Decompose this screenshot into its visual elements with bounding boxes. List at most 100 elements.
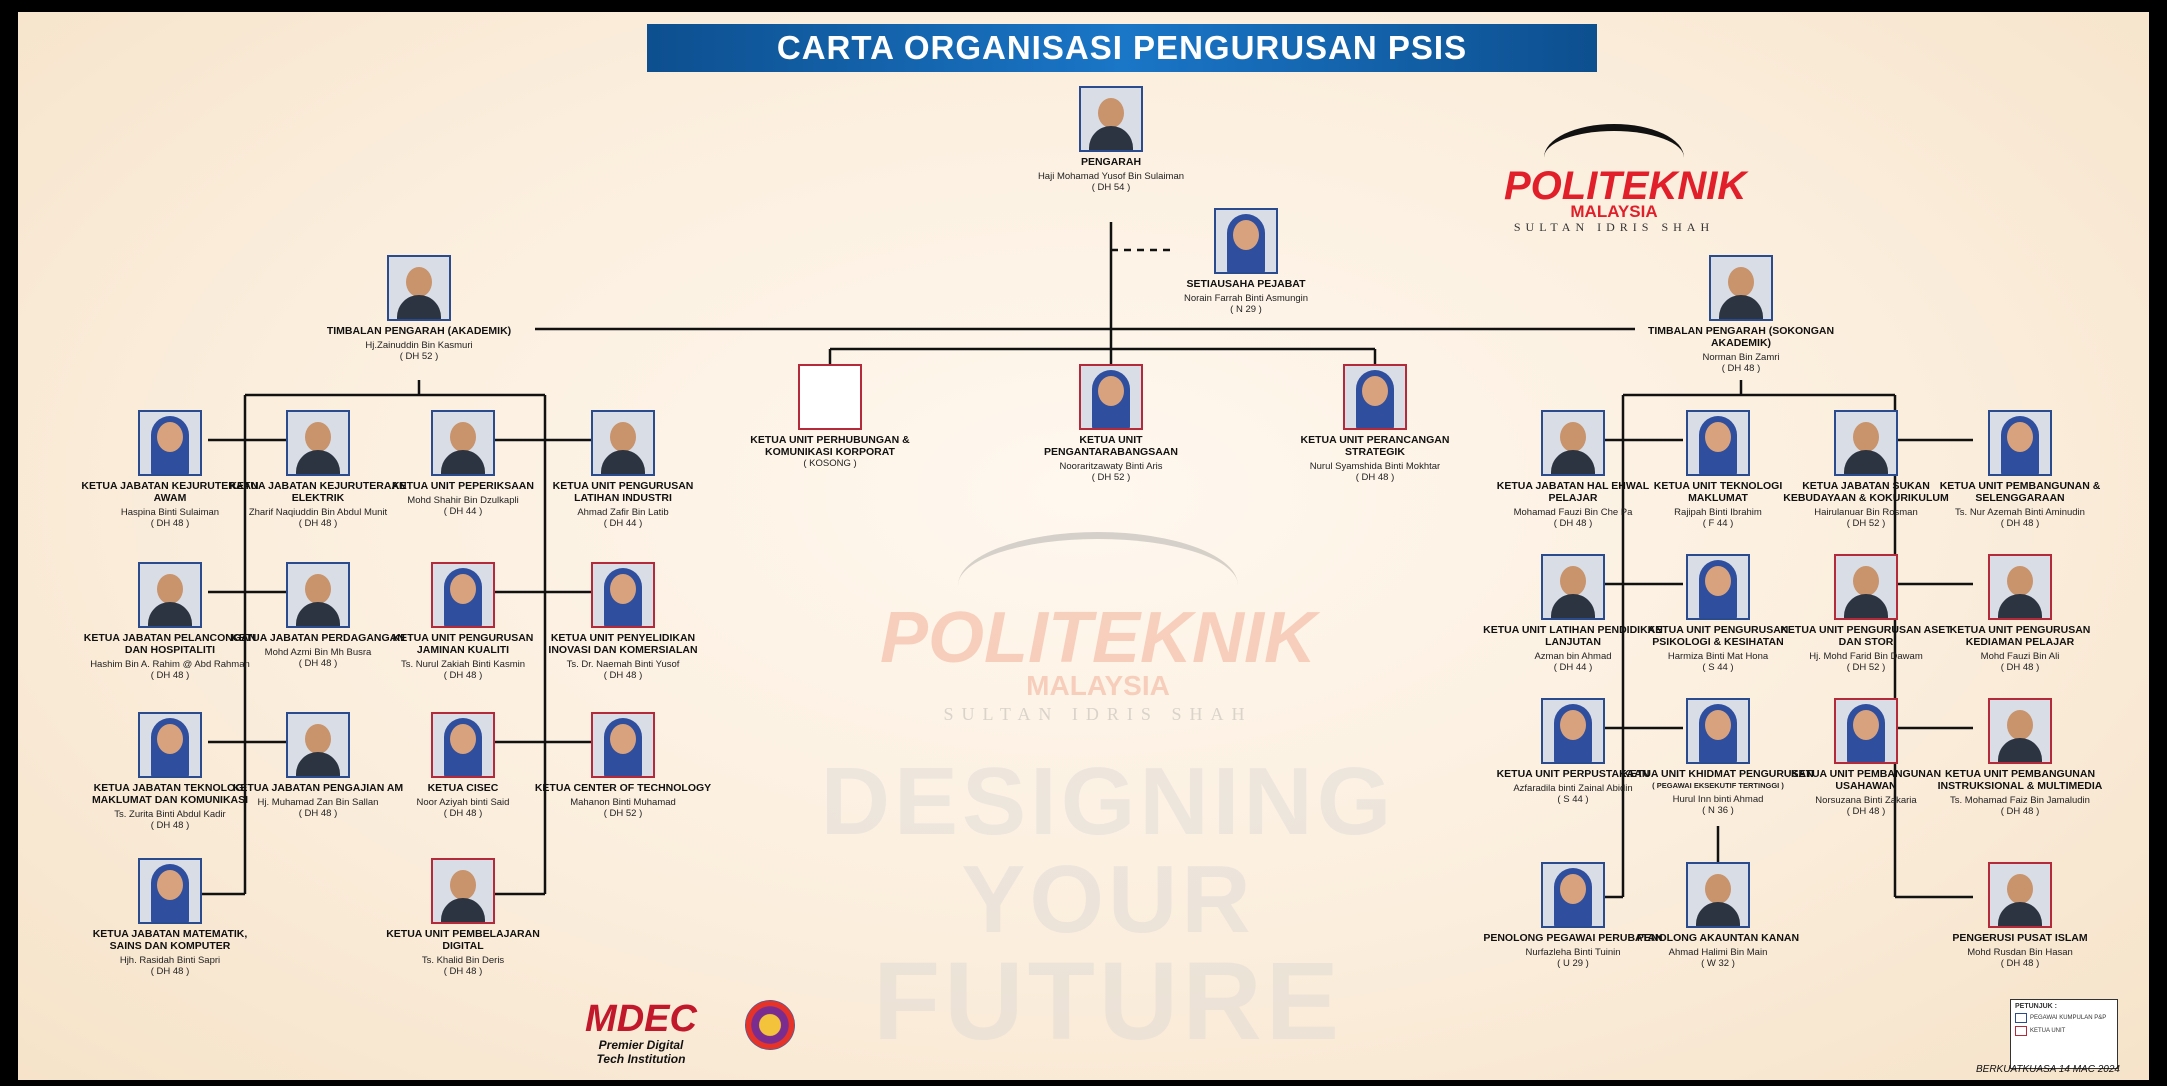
name: Nooraritzawaty Binti Aris: [1059, 461, 1163, 472]
role: KETUA UNIT PENGURUSAN JAMINAN KUALITI: [392, 632, 534, 656]
photo: [138, 562, 202, 628]
name: Noor Aziyah binti Said: [416, 797, 510, 808]
grade: ( DH 48 ): [298, 658, 338, 669]
photo: [1686, 698, 1750, 764]
role: KETUA UNIT PENGURUSAN LATIHAN INDUSTRI: [552, 480, 694, 504]
name: Hj.Zainuddin Bin Kasmuri: [365, 340, 473, 351]
role: KETUA UNIT PENGURUSAN KEDIAMAN PELAJAR: [1949, 624, 2091, 648]
photo-deputy-support: [1709, 255, 1773, 321]
node-director: PENGARAH Haji Mohamad Yusof Bin Sulaiman…: [1021, 86, 1201, 193]
name: Mohd Azmi Bin Mh Busra: [264, 647, 372, 658]
role: KETUA UNIT PENGANTARABANGSAAN: [1044, 434, 1178, 458]
subrole: ( PEGAWAI EKSEKUTIF TERTINGGI ): [1652, 781, 1784, 790]
photo: [286, 410, 350, 476]
node-support-9: KETUA UNIT KHIDMAT PENGURUSAN( PEGAWAI E…: [1618, 698, 1818, 816]
grade: ( S 44 ): [1702, 662, 1734, 673]
role: PENOLONG AKAUNTAN KANAN: [1636, 932, 1800, 944]
name: Mohamad Fauzi Bin Che Pa: [1513, 507, 1633, 518]
name: Azfaradila binti Zainal Abidin: [1513, 783, 1633, 794]
role: KETUA JABATAN KEJURUTERAAN ELEKTRIK: [229, 480, 407, 504]
role: KETUA UNIT PENYELIDIKAN INOVASI DAN KOME…: [548, 632, 698, 656]
grade: ( DH 48 ): [1721, 363, 1761, 374]
grade: ( DH 44 ): [1553, 662, 1593, 673]
photo: [1988, 554, 2052, 620]
name: Hjh. Rasidah Binti Sapri: [119, 955, 221, 966]
node-support-8: KETUA UNIT PERPUSTAKAAN Azfaradila binti …: [1483, 698, 1663, 805]
photo: [1541, 554, 1605, 620]
watermark-campus: SULTAN IDRIS SHAH: [943, 704, 1253, 724]
node-academic-12: KETUA JABATAN MATEMATIK, SAINS DAN KOMPU…: [80, 858, 260, 977]
photo: [431, 562, 495, 628]
photo: [431, 858, 495, 924]
grade: ( KOSONG ): [803, 458, 857, 469]
politeknik-logo: POLITEKNIK MALAYSIA SULTAN IDRIS SHAH: [1504, 118, 1747, 238]
legend-label: PEGAWAI KUMPULAN P&P: [2030, 1015, 2107, 1021]
grade: ( DH 54 ): [1091, 182, 1131, 193]
legend-item: KETUA UNIT: [2015, 1026, 2113, 1036]
name: Ts. Mohamad Faiz Bin Jamaludin: [1950, 795, 2090, 806]
node-support-7: KETUA UNIT PENGURUSAN KEDIAMAN PELAJAR Mo…: [1930, 554, 2110, 673]
mdec-line2: Tech Institution: [596, 1052, 686, 1066]
photo: [431, 410, 495, 476]
photo: [591, 410, 655, 476]
role: PENGARAH: [1080, 156, 1142, 168]
photo: [1541, 698, 1605, 764]
role: PENOLONG PEGAWAI PERUBATAN: [1483, 932, 1663, 944]
chart-panel: CARTA ORGANISASI PENGURUSAN PSIS POLITEK…: [18, 12, 2149, 1080]
role: TIMBALAN PENGARAH (SOKONGAN AKADEMIK): [1647, 325, 1835, 349]
grade: ( DH 52 ): [1091, 472, 1131, 483]
logo-arc: [1544, 124, 1684, 191]
photo-secretary: [1214, 208, 1278, 274]
name: Norain Farrah Binti Asmungin: [1183, 293, 1309, 304]
photo: [1686, 410, 1750, 476]
name: Hj. Muhamad Zan Bin Sallan: [257, 797, 379, 808]
grade: ( DH 48 ): [2000, 958, 2040, 969]
name: Mohd Shahir Bin Dzulkapli: [407, 495, 519, 506]
mdec-mark: MDEC: [585, 998, 697, 1040]
page-title: CARTA ORGANISASI PENGURUSAN PSIS: [647, 24, 1597, 72]
role: KETUA JABATAN TEKNOLOGI MAKLUMAT DAN KOM…: [91, 782, 249, 806]
role: KETUA UNIT PEMBANGUNAN INSTRUKSIONAL & M…: [1937, 768, 2103, 792]
photo: [1834, 698, 1898, 764]
legend-swatch-blue: [2015, 1013, 2027, 1023]
name: Mohd Fauzi Bin Ali: [1980, 651, 2060, 662]
photo: [1079, 364, 1143, 430]
seal-icon: [745, 1000, 795, 1050]
grade: ( DH 44 ): [603, 518, 643, 529]
effective-date: BERKUATKUASA 14 MAC 2024: [1976, 1064, 2120, 1075]
name: Norman Bin Zamri: [1702, 352, 1780, 363]
role: KETUA CENTER OF TECHNOLOGY: [534, 782, 712, 794]
logo-campus: SULTAN IDRIS SHAH: [1513, 220, 1715, 234]
photo: [431, 712, 495, 778]
node-central-1: KETUA UNIT PENGANTARABANGSAAN Nooraritza…: [1011, 364, 1211, 483]
grade: ( DH 48 ): [1553, 518, 1593, 529]
photo: [1834, 410, 1898, 476]
name: Ts. Nurul Zakiah Binti Kasmin: [400, 659, 526, 670]
watermark-word-2: YOUR: [961, 846, 1255, 953]
role: KETUA UNIT PERHUBUNGAN & KOMUNIKASI KORP…: [750, 434, 910, 458]
node-academic-6: KETUA UNIT PENGURUSAN JAMINAN KUALITI Ts.…: [373, 562, 553, 681]
watermark-name: POLITEKNIK: [879, 598, 1316, 678]
role: KETUA UNIT PERPUSTAKAAN: [1496, 768, 1650, 780]
grade: ( DH 48 ): [150, 966, 190, 977]
name: Harmiza Binti Mat Hona: [1667, 651, 1769, 662]
logo-name: POLITEKNIK: [1504, 164, 1747, 208]
grade: ( DH 48 ): [603, 670, 643, 681]
node-deputy-academic: TIMBALAN PENGARAH (AKADEMIK) Hj.Zainuddi…: [319, 255, 519, 362]
name: Nurul Syamshida Binti Mokhtar: [1309, 461, 1441, 472]
grade: ( DH 52 ): [1846, 662, 1886, 673]
photo: [1343, 364, 1407, 430]
role: KETUA JABATAN MATEMATIK, SAINS DAN KOMPU…: [92, 928, 248, 952]
grade: ( DH 48 ): [2000, 518, 2040, 529]
photo: [138, 858, 202, 924]
grade: ( N 36 ): [1702, 805, 1734, 816]
